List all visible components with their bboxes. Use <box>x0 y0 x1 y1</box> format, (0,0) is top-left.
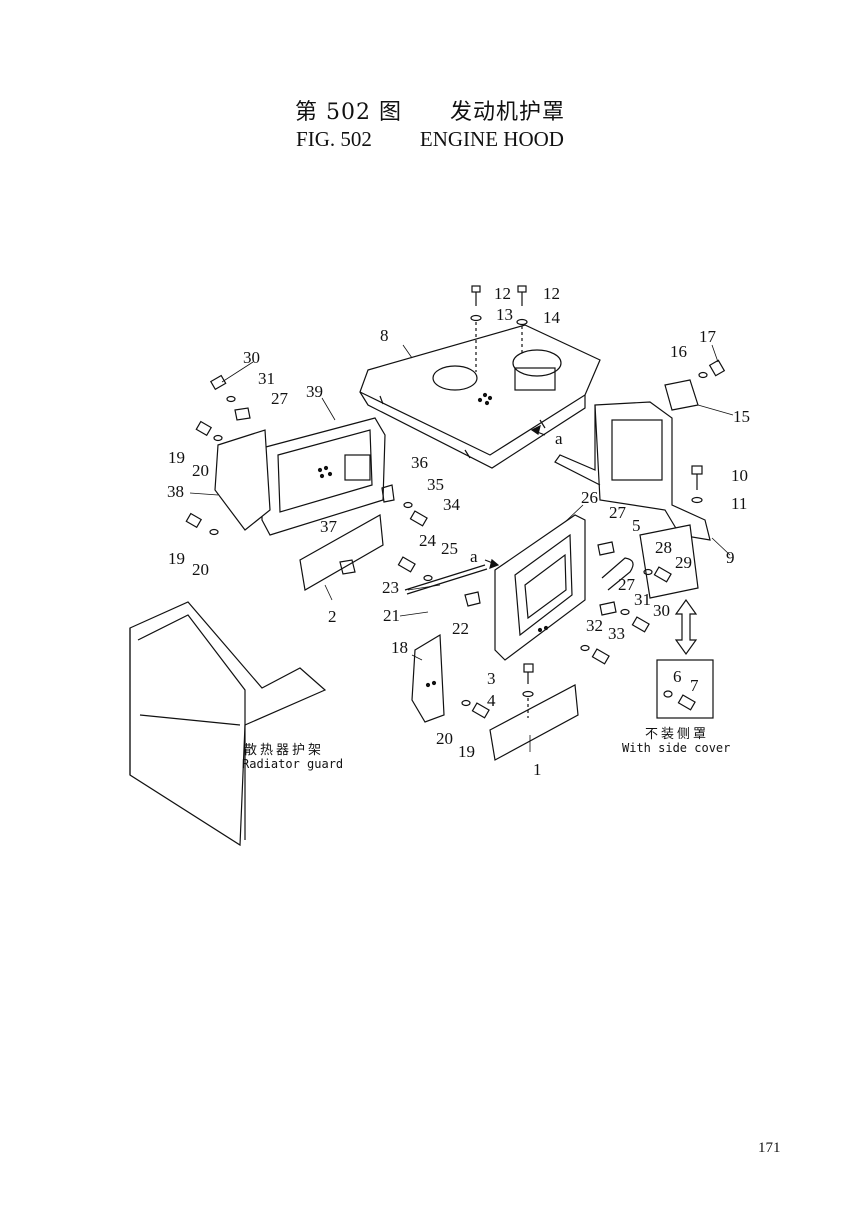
engine-hood-exploded-diagram: 1 2 3 4 5 6 7 8 9 10 11 12 12 13 14 15 1… <box>129 284 750 847</box>
callout-5: 5 <box>632 516 641 535</box>
top-bolts <box>470 285 528 372</box>
bolt-10-11 <box>691 465 703 504</box>
radiator-guard-label-en: Radiator guard <box>242 757 343 771</box>
lower-left-cover <box>299 514 384 591</box>
figure-title-cn: 第 502 图 发动机护罩 <box>0 94 860 126</box>
callout-38: 38 <box>167 482 184 501</box>
figure-name-cn: 发动机护罩 <box>449 100 565 125</box>
callout-12b: 12 <box>543 284 560 303</box>
stay-rod <box>397 556 488 607</box>
page-number: 171 <box>758 1140 781 1156</box>
figure-name-en: ENGINE HOOD <box>419 127 564 151</box>
figure-number-cn: 第 502 图 <box>295 100 402 125</box>
view-marker-a-top: a <box>555 429 563 448</box>
right-bracket-part <box>554 401 711 541</box>
callout-21: 21 <box>383 606 400 625</box>
side-cover-label-en: With side cover <box>622 741 730 755</box>
side-cover-label-cn: 不装侧罩 <box>645 727 709 742</box>
callout-23: 23 <box>382 578 399 597</box>
callout-3: 3 <box>487 669 496 688</box>
callout-15: 15 <box>733 407 750 426</box>
callout-25: 25 <box>441 539 458 558</box>
callout-33: 33 <box>608 624 625 643</box>
plate-15 <box>664 359 726 411</box>
callout-35: 35 <box>427 475 444 494</box>
callout-20c: 20 <box>436 729 453 748</box>
view-arrows <box>484 424 546 569</box>
callout-30b: 30 <box>653 601 670 620</box>
callout-6: 6 <box>673 667 682 686</box>
callout-19c: 19 <box>458 742 475 761</box>
callout-30a: 30 <box>243 348 260 367</box>
callout-39: 39 <box>306 382 323 401</box>
latch-parts <box>381 484 428 527</box>
callout-17: 17 <box>699 327 717 346</box>
callout-20a: 20 <box>192 461 209 480</box>
lower-right-cover <box>489 663 579 761</box>
callout-19a: 19 <box>168 448 185 467</box>
callout-28: 28 <box>655 538 672 557</box>
callout-4: 4 <box>487 691 496 710</box>
callout-27a: 27 <box>271 389 289 408</box>
callout-11: 11 <box>731 494 747 513</box>
right-small-bracket <box>580 524 699 665</box>
callout-19b: 19 <box>168 549 185 568</box>
callout-31b: 31 <box>634 590 651 609</box>
callout-8: 8 <box>380 326 389 345</box>
callout-22: 22 <box>452 619 469 638</box>
callout-32: 32 <box>586 616 603 635</box>
callout-27b: 27 <box>609 503 627 522</box>
callout-13: 13 <box>496 305 513 324</box>
callout-16: 16 <box>670 342 687 361</box>
callout-34: 34 <box>443 495 461 514</box>
callout-12a: 12 <box>494 284 511 303</box>
callout-10: 10 <box>731 466 748 485</box>
callout-36: 36 <box>411 453 428 472</box>
leader-lines <box>189 344 734 752</box>
left-side-panel <box>185 374 386 536</box>
callout-labels: 1 2 3 4 5 6 7 8 9 10 11 12 12 13 14 15 1… <box>167 284 750 779</box>
radiator-guard-label-cn: 散热器护架 <box>244 743 324 758</box>
callout-31a: 31 <box>258 369 275 388</box>
side-cover-inset <box>656 598 714 719</box>
callout-20b: 20 <box>192 560 209 579</box>
callout-14: 14 <box>543 308 561 327</box>
callout-29: 29 <box>675 553 692 572</box>
callout-2: 2 <box>328 607 337 626</box>
callout-26: 26 <box>581 488 598 507</box>
callout-1: 1 <box>533 760 542 779</box>
figure-title-en: FIG. 502 ENGINE HOOD <box>0 127 860 152</box>
callout-7: 7 <box>690 676 699 695</box>
callout-27c: 27 <box>618 575 636 594</box>
callout-24: 24 <box>419 531 437 550</box>
callout-9: 9 <box>726 548 735 567</box>
radiator-guard <box>129 601 327 847</box>
view-marker-a-right: a <box>470 547 478 566</box>
callout-18: 18 <box>391 638 408 657</box>
right-side-door <box>494 514 634 661</box>
top-cover-part <box>359 324 601 469</box>
figure-number-en: FIG. 502 <box>296 127 372 151</box>
bracket-18 <box>411 633 490 723</box>
callout-37: 37 <box>320 517 338 536</box>
